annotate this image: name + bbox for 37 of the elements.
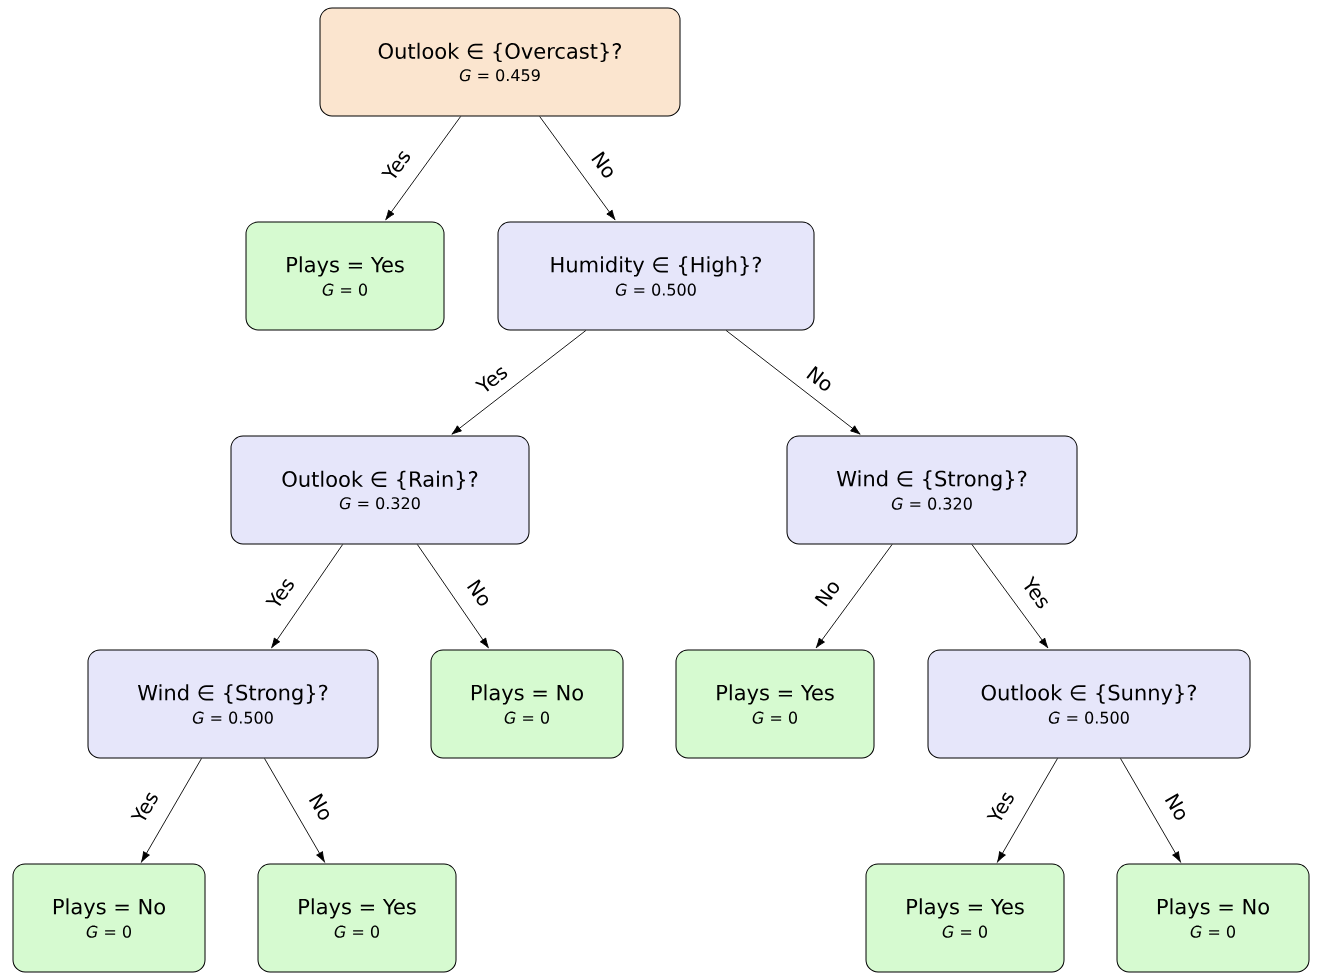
leaf-box: Plays = Yes G = 0 <box>257 863 457 973</box>
arrow <box>451 330 587 435</box>
edge-label: Yes <box>1019 574 1054 612</box>
decision-box: Wind ∈ {Strong}? G = 0.500 <box>87 649 379 759</box>
leaf-box: Plays = Yes G = 0 <box>865 863 1065 973</box>
decision-box: Outlook ∈ {Sunny}? G = 0.500 <box>927 649 1251 759</box>
arrow <box>141 758 202 863</box>
leaf-box: Plays = Yes G = 0 <box>675 649 875 759</box>
decision-box: Outlook ∈ {Rain}? G = 0.320 <box>230 435 530 545</box>
edge-label: Yes <box>473 361 511 397</box>
edge-label: Yes <box>985 787 1017 827</box>
decision-box: Wind ∈ {Strong}? G = 0.320 <box>786 435 1078 545</box>
arrow <box>815 544 893 649</box>
leaf-box: Plays = Yes G = 0 <box>245 221 445 331</box>
decision-box: Humidity ∈ {High}? G = 0.500 <box>497 221 815 331</box>
edge-label: No <box>803 363 837 395</box>
edge-label: Yes <box>263 574 298 612</box>
arrow <box>416 544 489 649</box>
edge-label: No <box>588 148 620 182</box>
arrow <box>997 758 1058 863</box>
leaf-box: Plays = No G = 0 <box>1116 863 1310 973</box>
edge-label: Yes <box>129 787 161 827</box>
arrow <box>539 116 616 221</box>
arrow <box>971 544 1049 649</box>
edge-label: No <box>1162 790 1192 824</box>
edge-label: Yes <box>379 146 414 184</box>
leaf-box: Plays = No G = 0 <box>430 649 624 759</box>
edge-label: No <box>812 576 843 610</box>
arrow <box>271 544 344 649</box>
arrow <box>1120 758 1181 863</box>
edge-label: No <box>464 576 495 610</box>
arrow <box>385 116 462 221</box>
arrow <box>725 330 861 435</box>
decision-box: Outlook ∈ {Overcast}? G = 0.459 <box>319 7 681 117</box>
arrow <box>264 758 325 863</box>
leaf-box: Plays = No G = 0 <box>12 863 206 973</box>
edge-label: No <box>306 790 336 824</box>
